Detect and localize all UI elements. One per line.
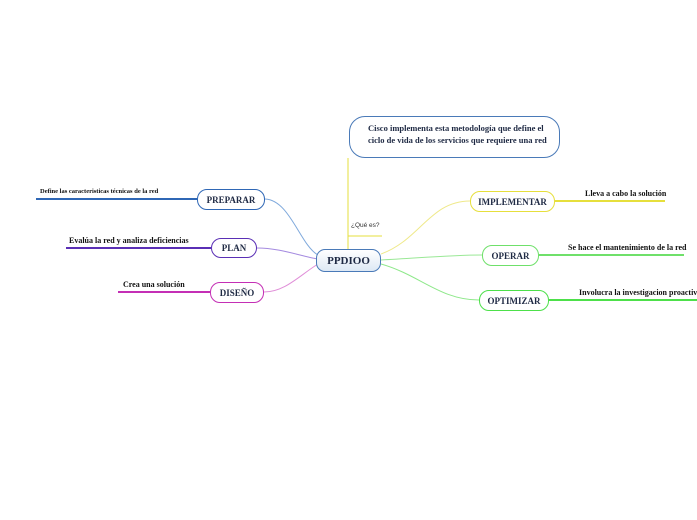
detail-diseno[interactable]: Crea una solución	[123, 280, 185, 289]
node-optimizar[interactable]: OPTIMIZAR	[479, 290, 549, 311]
detail-implementar[interactable]: Lleva a cabo la solución	[585, 189, 667, 198]
node-operar[interactable]: OPERAR	[482, 245, 539, 266]
detail-preparar[interactable]: Define las caracteristicas técnicas de l…	[40, 188, 159, 195]
node-plan[interactable]: PLAN	[211, 238, 257, 258]
connector-implementar	[380, 200, 471, 255]
definition-text: Cisco implementa esta metodología que de…	[368, 123, 547, 145]
detail-optimizar[interactable]: Involucra la investigacion proactiva de …	[579, 288, 697, 297]
connector-preparar	[264, 198, 319, 256]
node-diseno[interactable]: DISEÑO	[210, 282, 264, 303]
connector-plan	[256, 247, 319, 260]
definition-label: ¿Qué es?	[351, 222, 380, 229]
node-implementar[interactable]: IMPLEMENTAR	[470, 191, 555, 212]
connector-diseno	[263, 263, 319, 293]
definition-callout[interactable]: Cisco implementa esta metodología que de…	[349, 116, 560, 158]
connector-operar	[380, 254, 483, 261]
detail-plan[interactable]: Evalúa la red y analiza deficiencias	[69, 236, 189, 245]
node-preparar[interactable]: PREPARAR	[197, 189, 265, 210]
central-node[interactable]: PPDIOO	[316, 249, 381, 272]
detail-operar[interactable]: Se hace el mantenimiento de la red	[568, 243, 687, 252]
connector-optimizar	[380, 263, 480, 301]
